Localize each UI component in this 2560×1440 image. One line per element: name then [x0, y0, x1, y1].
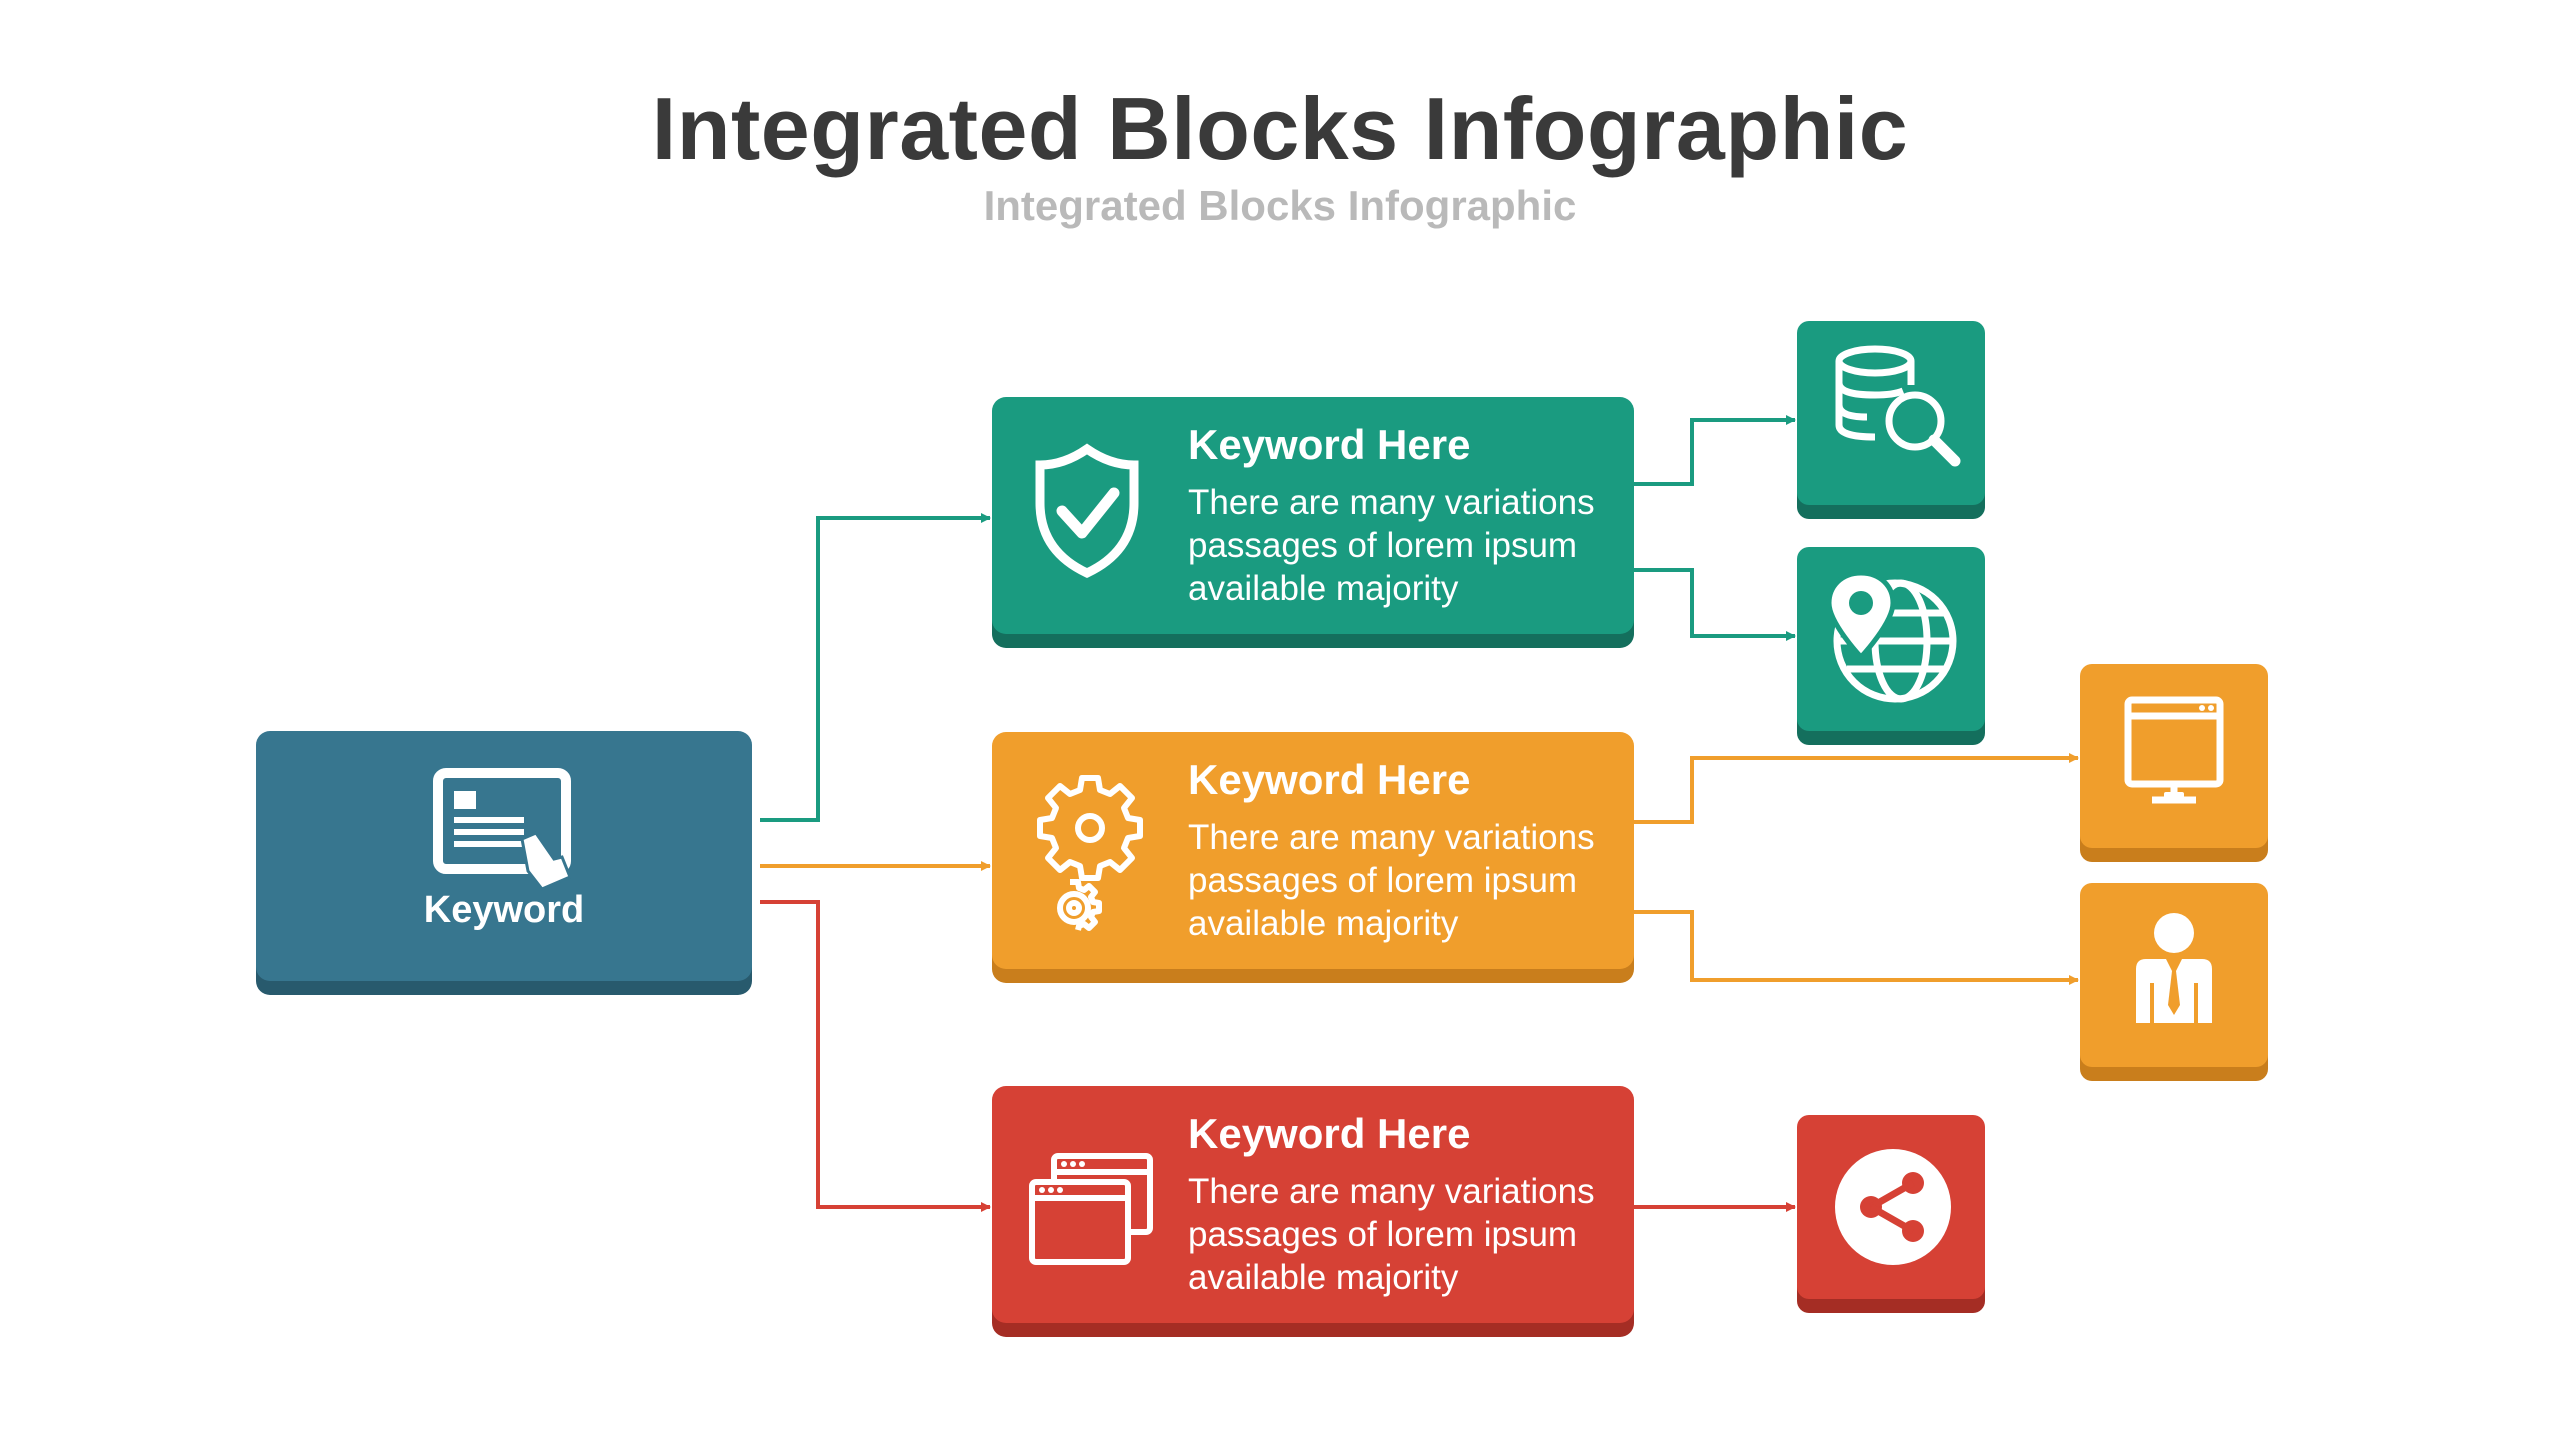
database-search-icon: [1835, 345, 1961, 467]
block-1-text: There are many variations passages of lo…: [1188, 483, 1595, 608]
source-label: Keyword: [423, 889, 585, 931]
browser-windows-icon: [1029, 1153, 1153, 1265]
info-block-3: Keyword Here There are many variations p…: [992, 1086, 1634, 1323]
tile-share: [1797, 1115, 1985, 1299]
tile-businessman: [2080, 883, 2268, 1067]
connector-block-2-to-tile-3: [1634, 753, 2079, 824]
share-icon: [1835, 1149, 1951, 1265]
block-3-heading: Keyword Here: [1188, 1110, 1471, 1157]
tile-database-search: [1797, 321, 1985, 505]
tile-globe-location: [1797, 547, 1985, 731]
tablet-touch-icon: [433, 768, 572, 891]
connector-block-1-to-tile-2: [1634, 568, 1796, 641]
tile-monitor: [2080, 664, 2268, 848]
block-3-text: There are many variations passages of lo…: [1188, 1172, 1595, 1297]
gears-icon: [1037, 775, 1143, 931]
connector-block-2-to-tile-4: [1634, 910, 2079, 985]
source-block: Keyword: [256, 731, 752, 981]
info-block-2: Keyword Here There are many variations p…: [992, 732, 1634, 969]
block-2-text: There are many variations passages of lo…: [1188, 818, 1595, 943]
shield-check-icon: [1035, 443, 1139, 578]
monitor-icon: [2124, 696, 2224, 804]
page-title: Integrated Blocks Infographic: [651, 79, 1909, 178]
globe-location-icon: [1826, 570, 1957, 703]
connector-source-to-block-3: [760, 900, 991, 1212]
connector-block-1-to-tile-1: [1634, 415, 1796, 486]
block-1-heading: Keyword Here: [1188, 421, 1471, 468]
info-block-1: Keyword Here There are many variations p…: [992, 397, 1634, 634]
block-2-heading: Keyword Here: [1188, 756, 1471, 803]
connector-source-to-block-1: [760, 513, 991, 822]
businessman-icon: [2136, 913, 2212, 1023]
page-subtitle: Integrated Blocks Infographic: [983, 182, 1577, 229]
